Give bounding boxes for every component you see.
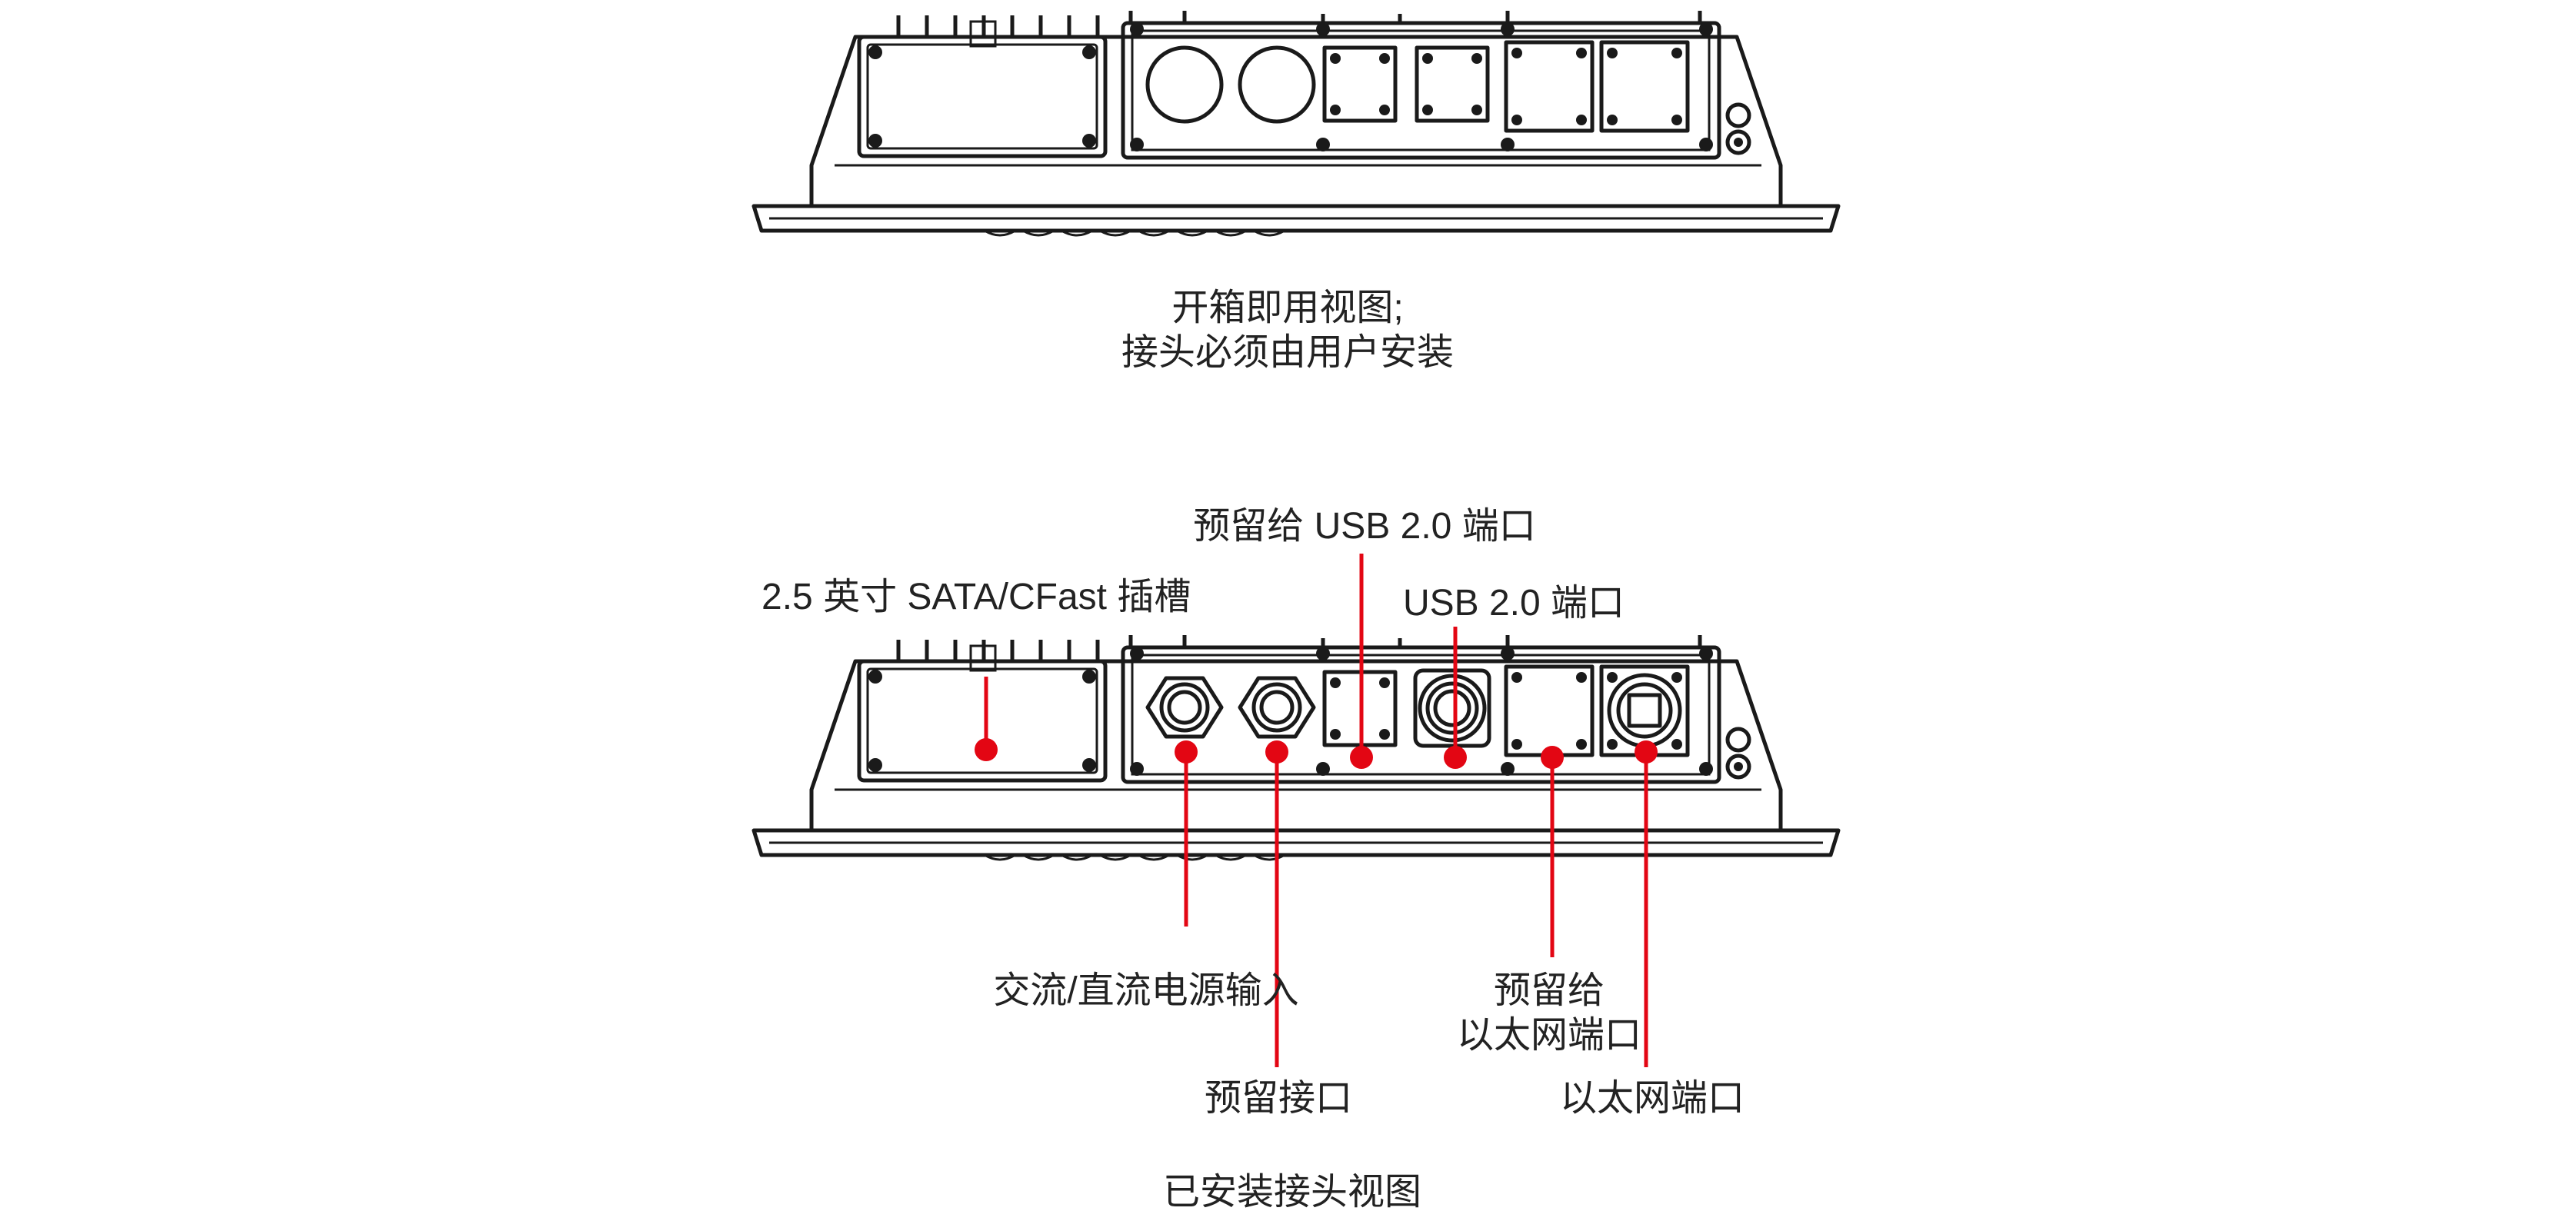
callout-dot-power: [1175, 740, 1198, 764]
callout-dot-sata: [975, 738, 998, 761]
callout-label-reserved-ethernet-line2: 以太网端口: [1456, 1015, 1642, 1056]
top-caption-line1: 开箱即用视图;: [1171, 288, 1404, 328]
installed-view: [754, 635, 1838, 860]
callout-dot-reserved-ethernet: [1541, 746, 1564, 769]
callout-label-power: 交流/直流电源输入: [993, 970, 1299, 1011]
callout-markers: [975, 554, 1658, 1067]
callout-label-sata: 2.5 英寸 SATA/CFast 插槽: [761, 577, 1191, 617]
callout-dot-reserved-port: [1265, 740, 1288, 764]
out-of-box-view: [754, 11, 1838, 235]
callout-dot-ethernet: [1635, 740, 1658, 764]
bottom-caption: 已安装接头视图: [1162, 1172, 1422, 1213]
callout-label-reserved-usb: 预留给 USB 2.0 端口: [1193, 506, 1536, 547]
callout-dot-usb: [1444, 746, 1467, 769]
callout-label-reserved-port: 预留接口: [1204, 1078, 1353, 1119]
callout-dot-reserved-usb: [1350, 746, 1373, 769]
callout-label-reserved-ethernet-line1: 预留给: [1493, 970, 1605, 1011]
top-caption-line2: 接头必须由用户安装: [1121, 332, 1455, 373]
callout-label-usb: USB 2.0 端口: [1402, 583, 1625, 624]
callout-label-ethernet: 以太网端口: [1559, 1078, 1745, 1119]
